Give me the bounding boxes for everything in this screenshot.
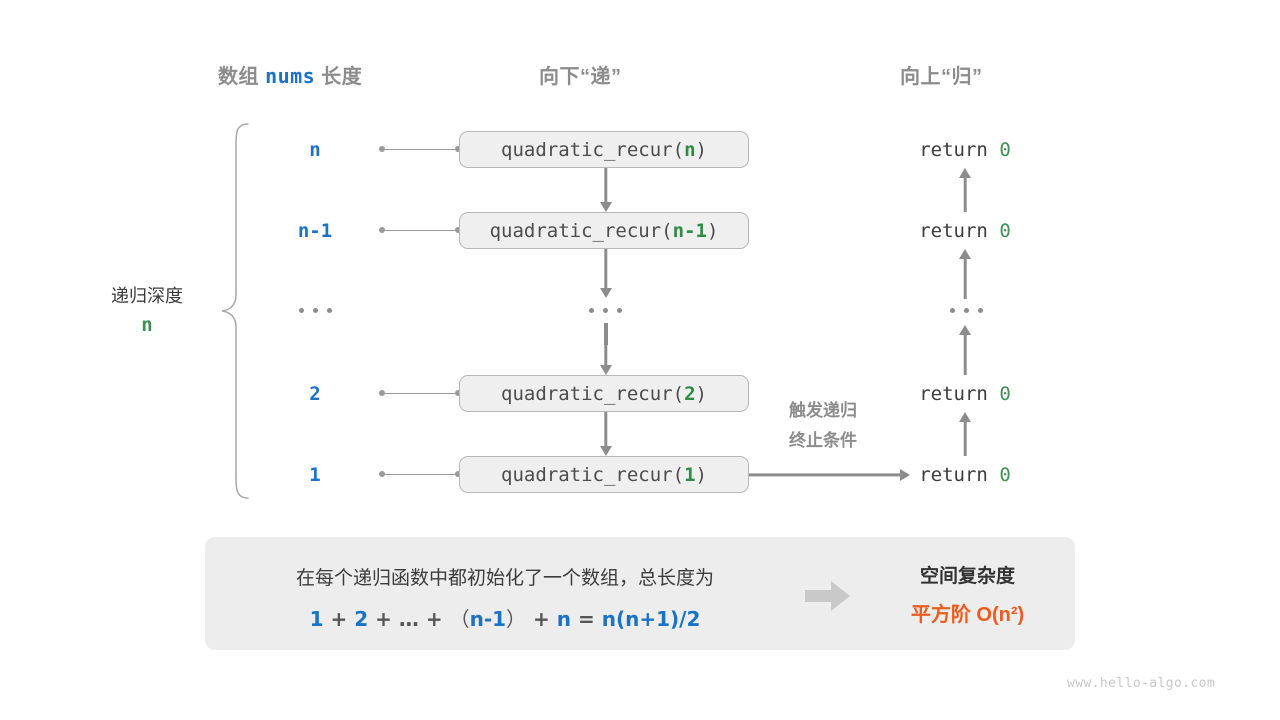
call-box-row-0[interactable]: quadratic_recur(n) [459, 131, 749, 168]
call-box-fn-row-0: quadratic_recur( [501, 138, 685, 161]
call-box-row-4[interactable]: quadratic_recur(1) [459, 456, 749, 493]
summary-panel: 在每个递归函数中都初始化了一个数组，总长度为 1 + 2 + … + （n-1）… [205, 537, 1075, 650]
depth-label: 递归深度 n [92, 283, 202, 340]
formula-token-7: n-1 [469, 607, 507, 631]
terminate-note-line2: 终止条件 [789, 430, 857, 450]
header-array-length: 数组 nums 长度 [218, 60, 362, 89]
formula-token-1: + [330, 607, 348, 631]
descend-arrow-dots-to-3 [596, 345, 616, 375]
formula-token-2: 2 [354, 607, 369, 631]
call-box-fn-row-1: quadratic_recur( [489, 219, 673, 242]
header-ascend: 向上“归” [900, 66, 983, 88]
call-ellipsis-row-2 [589, 308, 622, 313]
base-case-arrow [749, 468, 910, 482]
connector-row-0 [379, 144, 461, 154]
formula-token-8: ） [506, 607, 527, 631]
descend-arrow-3-to-4 [596, 412, 616, 456]
length-value-row-4: 1 [309, 464, 321, 486]
formula-token-9: + [533, 607, 550, 631]
call-box-close-row-0: ) [695, 138, 707, 161]
call-box-arg-row-0: n [684, 138, 696, 161]
call-box-close-row-3: ) [695, 382, 707, 405]
return-text-row-0: return [919, 139, 1000, 161]
complexity-value: 平方阶 O(n²) [910, 604, 1025, 626]
call-box-fn-row-4: quadratic_recur( [501, 463, 685, 486]
ascend-arrow-3-to-dots [956, 325, 974, 375]
call-box-arg-row-4: 1 [684, 463, 696, 486]
header-array-nums: nums [265, 64, 316, 88]
depth-brace [216, 122, 260, 500]
return-text-row-3: return [919, 383, 1000, 405]
length-ellipsis-row-2 [299, 308, 332, 313]
return-row-1: return 0 [875, 220, 1055, 242]
return-value-row-4: 0 [999, 464, 1011, 486]
descend-arrow-0-to-1 [596, 168, 616, 212]
descend-arrow-1-to-dots [596, 249, 616, 298]
formula-token-6: （ [449, 607, 470, 631]
return-value-row-1: 0 [999, 220, 1011, 242]
formula-token-0: 1 [309, 607, 324, 631]
connector-row-3 [379, 388, 461, 398]
header-array-suffix: 长度 [321, 66, 363, 88]
formula-token-3: + [375, 607, 392, 631]
call-box-arg-row-1: n-1 [672, 219, 707, 242]
call-box-row-1[interactable]: quadratic_recur(n-1) [459, 212, 749, 249]
call-box-close-row-1: ) [706, 219, 719, 242]
return-value-row-0: 0 [999, 139, 1011, 161]
formula-token-4: … [398, 607, 419, 631]
connector-row-4 [379, 469, 461, 479]
summary-formula: 1 + 2 + … + （n-1） + n = n(n+1)/2 [225, 603, 785, 632]
header-array-prefix: 数组 [218, 66, 259, 88]
return-row-0: return 0 [875, 139, 1055, 161]
complexity-title: 空间复杂度 [919, 566, 1015, 587]
return-text-row-4: return [919, 464, 1000, 486]
formula-token-12: n(n+1)/2 [601, 607, 701, 631]
implies-arrow-icon [805, 579, 851, 613]
return-value-row-3: 0 [999, 383, 1011, 405]
watermark: www.hello-algo.com [1067, 676, 1216, 691]
ascend-arrow-1-to-0 [956, 168, 974, 212]
header-descend: 向下“递” [539, 66, 622, 88]
descend-line-dots-stub [604, 323, 608, 345]
return-text-row-1: return [919, 220, 1000, 242]
call-box-close-row-4: ) [695, 463, 707, 486]
length-value-row-3: 2 [309, 383, 321, 405]
ascend-arrow-4-to-3 [956, 412, 974, 456]
terminate-note-line1: 触发递归 [789, 401, 857, 420]
summary-description: 在每个递归函数中都初始化了一个数组，总长度为 [295, 568, 714, 589]
complexity-block: 空间复杂度 平方阶 O(n²) [860, 561, 1075, 627]
formula-token-10: n [556, 607, 571, 631]
return-row-4: return 0 [875, 464, 1055, 486]
length-value-row-0: n [309, 139, 321, 161]
formula-token-5: + [425, 607, 443, 631]
length-value-row-1: n-1 [297, 220, 333, 242]
depth-label-text: 递归深度 [111, 286, 183, 306]
terminate-note: 触发递归 终止条件 [755, 396, 891, 456]
ascend-arrow-dots-to-1 [956, 249, 974, 299]
return-row-3: return 0 [875, 383, 1055, 405]
formula-token-11: = [577, 607, 595, 631]
call-box-row-3[interactable]: quadratic_recur(2) [459, 375, 749, 412]
return-ellipsis-row-2 [950, 308, 983, 313]
call-box-arg-row-3: 2 [684, 382, 696, 405]
depth-label-value: n [141, 313, 153, 336]
call-box-fn-row-3: quadratic_recur( [501, 382, 685, 405]
connector-row-1 [379, 225, 461, 235]
